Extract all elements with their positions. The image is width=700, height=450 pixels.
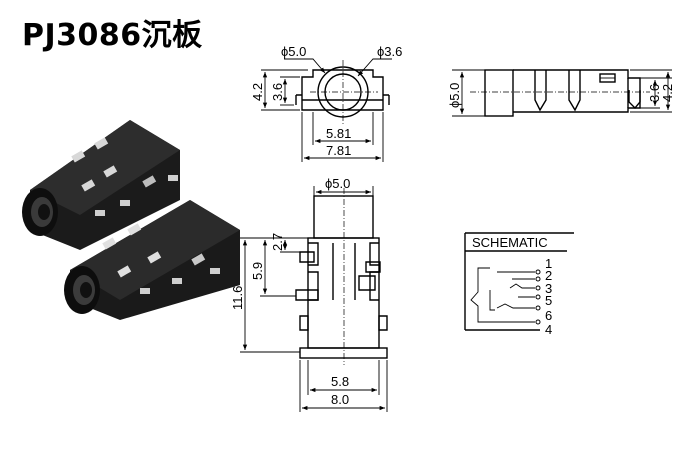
schematic-pin-5: 5: [545, 293, 552, 308]
dim-front-outer-diameter: ϕ5.0: [281, 44, 306, 59]
dim-side-diameter: ϕ5.0: [447, 83, 462, 108]
dim-top-b: 5.9: [250, 262, 265, 280]
dim-front-width-inner: 5.81: [326, 126, 351, 141]
dim-top-width-inner: 5.8: [331, 374, 349, 389]
schematic-pin-1: 1: [545, 256, 552, 271]
dim-side-height-outer: 4.2: [660, 84, 675, 102]
dim-top-diameter: ϕ5.0: [325, 176, 350, 191]
dim-side-height-inner: 3.6: [647, 84, 662, 102]
dim-front-width-outer: 7.81: [326, 143, 351, 158]
schematic-pin-4: 4: [545, 322, 552, 337]
schematic-pin-3: 3: [545, 281, 552, 296]
front-view: ϕ5.0 ϕ3.6 4.2 3.6 5.81 7.81: [250, 44, 402, 162]
dim-front-height-inner: 3.6: [270, 83, 285, 101]
dim-top-length: 11.6: [230, 286, 245, 310]
schematic-pin-2: 2: [545, 268, 552, 283]
page-title: PJ3086沉板: [22, 18, 203, 53]
side-view: ϕ5.0 3.6 4.2: [447, 69, 675, 117]
dim-front-height-outer: 4.2: [250, 83, 265, 101]
schematic-label: SCHEMATIC: [472, 235, 548, 250]
product-photo: [22, 120, 240, 320]
top-view: ϕ5.0 2.7 5.9 11.6 5.8 8.0: [230, 176, 388, 412]
jack-rear: [22, 120, 180, 250]
dim-front-inner-diameter: ϕ3.6: [377, 44, 402, 59]
schematic: SCHEMATIC 1 2 3 5 6 4: [464, 232, 574, 337]
jack-front: [64, 200, 240, 320]
dim-top-width-outer: 8.0: [331, 392, 349, 407]
schematic-pin-6: 6: [545, 308, 552, 323]
dim-top-a: 2.7: [270, 233, 285, 251]
